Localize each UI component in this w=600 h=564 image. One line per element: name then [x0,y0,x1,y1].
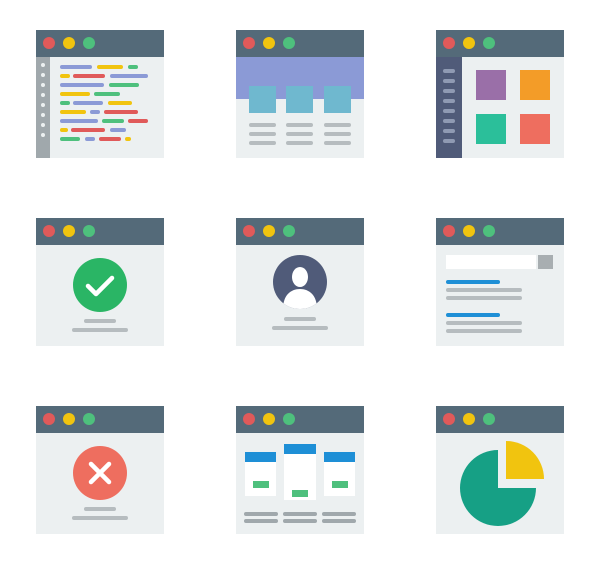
caption-line [84,507,116,511]
pie-chart-icon [460,441,544,526]
maximize-dot [83,413,95,425]
search-button [538,255,553,269]
pricing-table-window-icon [236,406,364,534]
minimize-dot [463,37,475,49]
minimize-dot [463,225,475,237]
close-dot [443,413,455,425]
success-check-window-icon [36,218,164,346]
window-titlebar [236,406,364,433]
tile-red [520,114,550,144]
close-dot [443,225,455,237]
window-titlebar [436,30,564,57]
minimize-dot [263,225,275,237]
close-dot [243,413,255,425]
feature-block [324,86,351,113]
card-header [245,452,276,462]
result-snippet [446,288,522,292]
window-titlebar [36,218,164,245]
pricing-card-featured [284,444,316,500]
line-number-gutter [36,57,50,158]
caption-line [84,319,116,323]
pricing-card [245,452,276,496]
sidebar-panel [436,57,462,158]
minimize-dot [63,413,75,425]
maximize-dot [483,225,495,237]
close-dot [243,225,255,237]
card-header [324,452,355,462]
minimize-dot [263,413,275,425]
card-header [284,444,316,454]
tile-purple [476,70,506,100]
minimize-dot [63,37,75,49]
window-titlebar [236,218,364,245]
close-dot [443,37,455,49]
close-dot [243,37,255,49]
card-button [253,481,269,488]
caption-line [72,516,128,520]
close-icon [73,446,127,500]
error-cross-window-icon [36,406,164,534]
result-snippet [446,329,522,333]
maximize-dot [83,225,95,237]
search-results-window-icon [436,218,564,346]
search-input [446,255,536,269]
card-button [332,481,348,488]
maximize-dot [283,413,295,425]
result-snippet [446,296,522,300]
close-dot [43,225,55,237]
user-profile-window-icon [236,218,364,346]
code-editor-window-icon [36,30,164,158]
minimize-dot [63,225,75,237]
website-layout-window-icon [236,30,364,158]
window-titlebar [36,30,164,57]
card-button [292,490,308,497]
feature-block [249,86,276,113]
close-dot [43,37,55,49]
avatar-icon [273,255,327,309]
caption-line [272,326,328,330]
maximize-dot [283,225,295,237]
window-titlebar [436,406,564,433]
pie-chart-window-icon [436,406,564,534]
tile-teal [476,114,506,144]
checkmark-icon [73,258,127,312]
result-link [446,280,500,284]
caption-line [72,328,128,332]
maximize-dot [283,37,295,49]
close-dot [43,413,55,425]
minimize-dot [463,413,475,425]
caption-line [284,317,316,321]
tile-orange [520,70,550,100]
minimize-dot [263,37,275,49]
maximize-dot [483,413,495,425]
tile-dashboard-window-icon [436,30,564,158]
maximize-dot [83,37,95,49]
window-titlebar [236,30,364,57]
maximize-dot [483,37,495,49]
result-link [446,313,500,317]
window-titlebar [36,406,164,433]
window-titlebar [436,218,564,245]
pricing-card [324,452,355,496]
feature-block [286,86,313,113]
result-snippet [446,321,522,325]
